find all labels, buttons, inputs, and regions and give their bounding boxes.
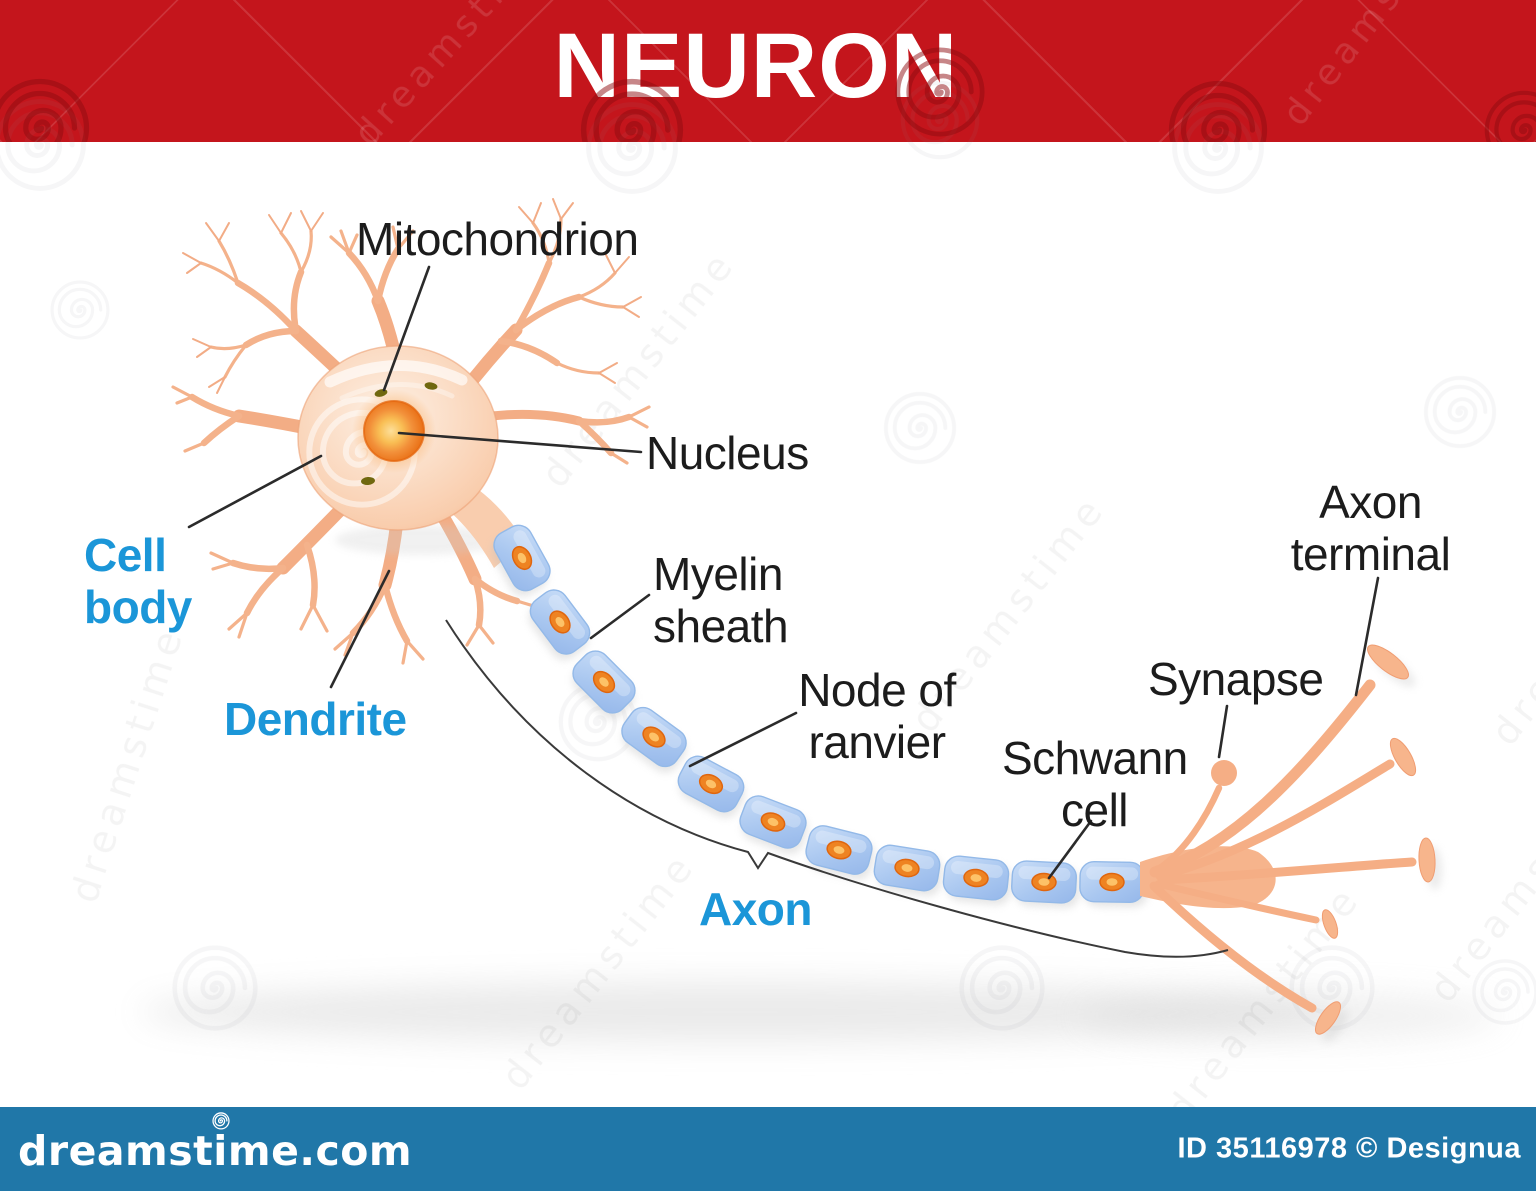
dreamstime-spiral-icon [211,1112,230,1130]
label-myelin-sheath: Myelin sheath [653,548,789,652]
label-axon: Axon [699,883,813,935]
label-nucleus: Nucleus [646,427,809,479]
label-node-of-ranvier: Node of ranvier [798,664,956,768]
logo-letter-i: i [211,1112,230,1175]
label-cell-body: Cell body [84,529,192,633]
logo-text-post: me.com [227,1126,413,1175]
svg-text:dreamstime: dreamstime [346,0,561,154]
label-mitochondrion: Mitochondrion [356,213,639,265]
dendrites [171,198,651,665]
svg-text:dreamstime: dreamstime [1275,0,1477,134]
synapse-bouton [1211,760,1237,786]
page-title: NEURON [553,15,959,117]
axon-bracket [445,619,1229,958]
leader-lines [187,265,1380,880]
image-credit: ID 35116978 © Designua [1177,1132,1521,1165]
label-synapse: Synapse [1148,653,1324,705]
label-schwann-cell: Schwann cell [1002,732,1188,836]
label-axon-terminal: Axon terminal [1290,476,1451,580]
label-dendrite: Dendrite [224,693,407,745]
svg-text:dreamstime: dreamstime [492,843,704,1097]
axon-terminal-fan [1140,644,1443,1043]
banner-watermarks: dreamstime dreamstime [0,0,1536,154]
svg-text:dreamstime: dreamstime [62,620,193,908]
logo-text-pre: dreamst [18,1126,214,1175]
svg-text:dreamstime: dreamstime [1482,499,1536,753]
title-banner: NEURON [0,0,1536,142]
terminal-discs [1314,644,1436,1035]
cell-body-soma [297,345,524,568]
banner-hatch-pattern [0,0,1536,142]
nucleus-shape [363,400,425,462]
